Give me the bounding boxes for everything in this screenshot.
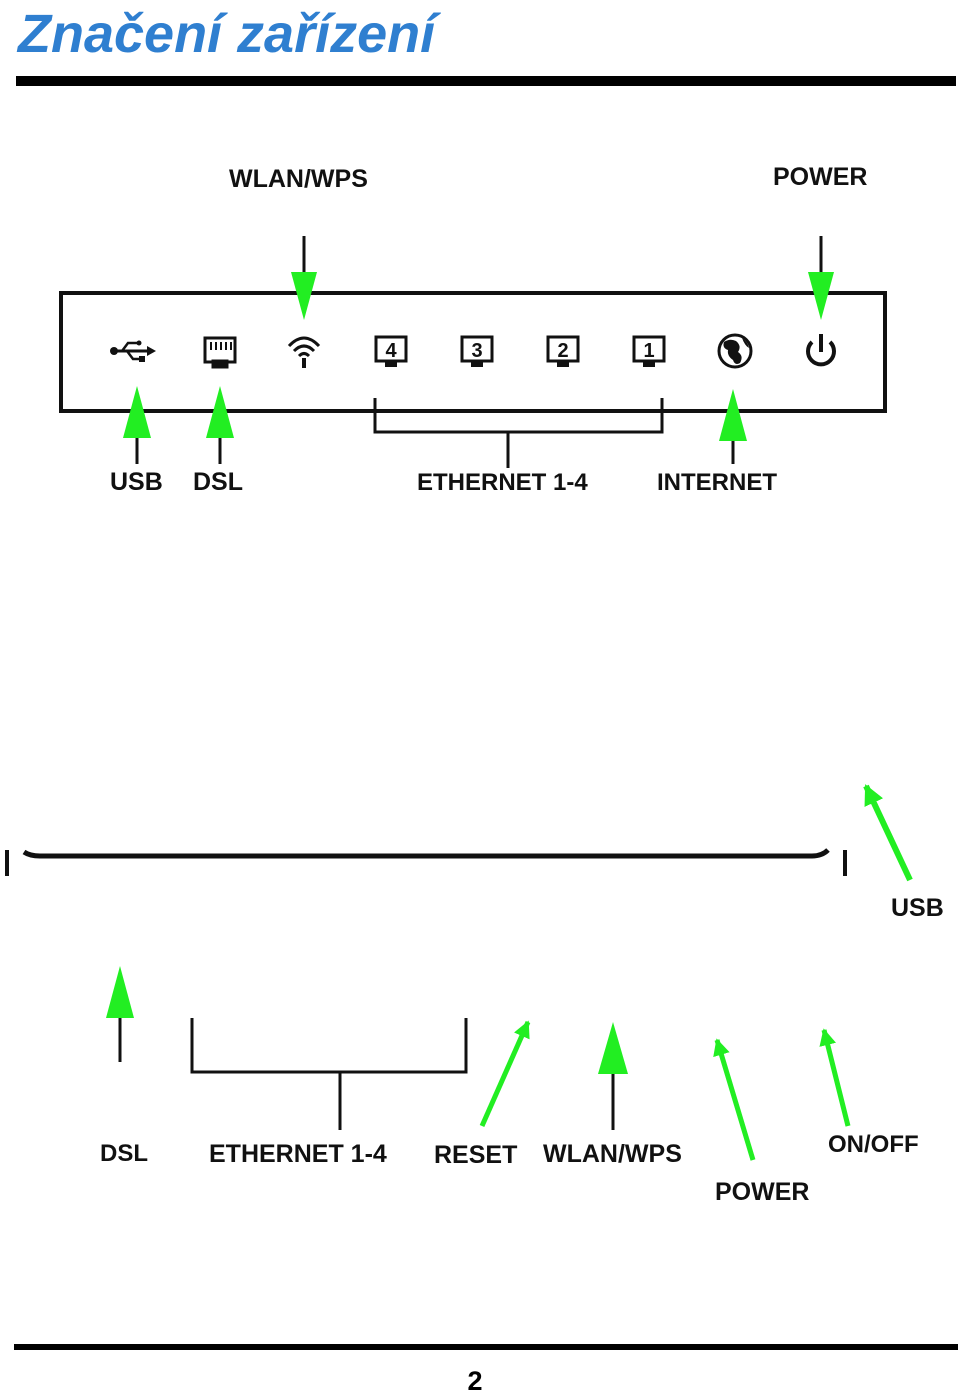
ethernet-bracket-back: [190, 1018, 468, 1130]
back-label-usb: USB: [891, 894, 944, 922]
ethernet-bracket-front: [373, 398, 664, 468]
back-label-wlan-wps: WLAN/WPS: [543, 1140, 682, 1168]
front-label-internet: INTERNET: [657, 469, 777, 496]
back-label-reset: RESET: [434, 1141, 518, 1169]
lan-port-number: 2: [557, 340, 568, 362]
arrow-usb-front: [123, 386, 151, 464]
lan-port-icon-2: 2: [546, 335, 580, 367]
lan-port-icon-3: 3: [460, 335, 494, 367]
power-icon: [806, 334, 836, 367]
front-panel-outline: [59, 291, 887, 413]
footer-rule: [14, 1344, 958, 1350]
arrow-dsl-front: [206, 386, 234, 464]
lan-port-number: 3: [471, 340, 482, 362]
page-number: 2: [467, 1366, 483, 1396]
arrow-power-back: [713, 1038, 756, 1161]
front-label-wlan-wps: WLAN/WPS: [229, 165, 368, 193]
back-panel-outline: [5, 848, 847, 876]
arrow-wlan-wps-front: [291, 236, 317, 320]
back-label-power: POWER: [715, 1178, 810, 1206]
wifi-icon: [287, 336, 321, 368]
globe-icon: [717, 333, 753, 369]
arrow-on-off-back: [819, 1028, 851, 1127]
back-label-dsl: DSL: [100, 1140, 148, 1167]
arrow-dsl-back: [106, 966, 134, 1062]
arrow-reset-back: [479, 1020, 531, 1128]
title-underline: [16, 76, 956, 86]
front-label-power: POWER: [773, 163, 868, 191]
front-label-dsl: DSL: [193, 468, 243, 496]
dsl-port-icon: [203, 336, 237, 369]
arrow-power-front: [808, 236, 834, 320]
lan-port-number: 4: [385, 340, 397, 362]
front-label-usb: USB: [110, 468, 163, 496]
arrow-wlan-wps-back: [598, 1022, 628, 1130]
front-label-ethernet: ETHERNET 1-4: [417, 469, 588, 496]
lan-port-icon-1: 1: [632, 335, 666, 367]
back-label-on-off: ON/OFF: [828, 1131, 919, 1158]
arrow-internet-front: [719, 389, 747, 464]
usb-icon: [110, 340, 156, 362]
lan-port-number: 1: [643, 340, 654, 362]
page-title: Značení zařízení: [18, 4, 436, 64]
arrow-usb-back: [863, 784, 913, 882]
back-label-ethernet: ETHERNET 1-4: [209, 1140, 387, 1168]
lan-port-icon-4: 4: [374, 335, 408, 367]
